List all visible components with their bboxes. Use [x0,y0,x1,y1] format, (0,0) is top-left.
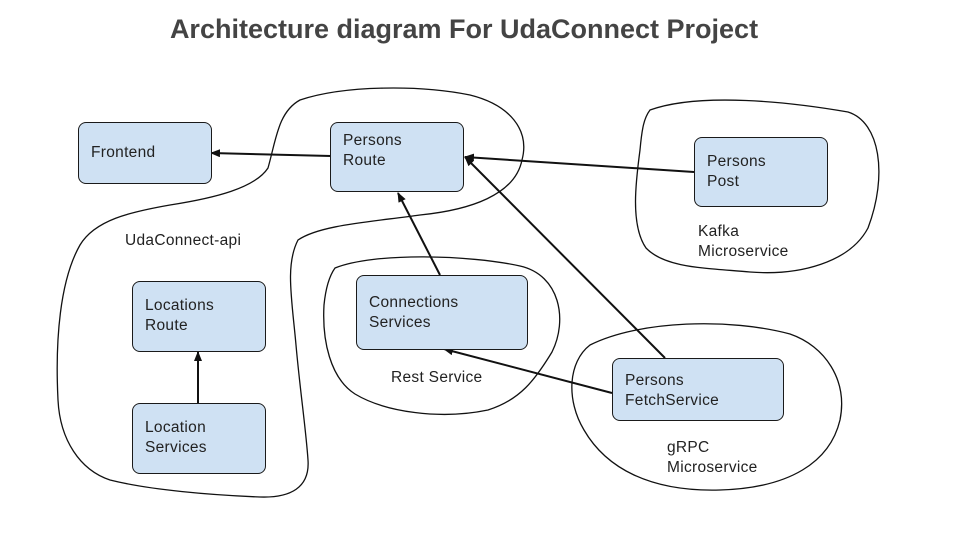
location-services-label-line2: Services [145,439,207,456]
persons-post-label-line2: Post [707,173,740,190]
rest-label-line1: Rest Service [391,369,483,386]
kafka-label-line2: Microservice [698,243,789,260]
udaconnect-api-group-label: UdaConnect-api [125,231,241,251]
persons-route-box: Persons Route [330,122,464,192]
udaconnect-api-label-line1: UdaConnect-api [125,232,242,249]
locations-route-label-line2: Route [145,317,188,334]
arrow-fetch-to-persons-route [464,156,666,359]
kafka-group-label: Kafka Microservice [698,222,789,262]
connections-services-label-line1: Connections [369,294,459,311]
persons-post-box: Persons Post [694,137,828,207]
arrow-persons-post-to-persons-route [464,153,695,173]
arrow-persons-route-to-frontend [210,149,332,158]
grpc-group-label: gRPC Microservice [667,438,758,478]
frontend-box: Frontend [78,122,212,184]
rest-group-label: Rest Service [391,368,482,388]
arrow-fetch-to-connections [443,347,613,394]
persons-fetch-box: Persons FetchService [612,358,784,421]
grpc-label-line1: gRPC [667,439,710,456]
frontend-label: Frontend [91,144,156,161]
rest-group-outline [323,256,561,415]
arrow-connections-to-persons-route [397,192,441,276]
kafka-group-outline [634,99,880,274]
grpc-label-line2: Microservice [667,459,758,476]
location-services-label-line1: Location [145,419,207,436]
persons-fetch-label-line2: FetchService [625,392,720,409]
kafka-label-line1: Kafka [698,223,740,240]
connections-services-label-line2: Services [369,314,431,331]
persons-route-label-line1: Persons [343,132,402,149]
persons-route-label-line2: Route [343,152,386,169]
grpc-group-outline [571,323,843,491]
connections-services-box: Connections Services [356,275,528,350]
location-services-box: Location Services [132,403,266,474]
diagram-title: Architecture diagram For UdaConnect Proj… [169,14,759,44]
persons-post-label-line1: Persons [707,153,766,170]
persons-fetch-label-line1: Persons [625,372,684,389]
locations-route-label-line1: Locations [145,297,215,314]
locations-route-box: Locations Route [132,281,266,352]
